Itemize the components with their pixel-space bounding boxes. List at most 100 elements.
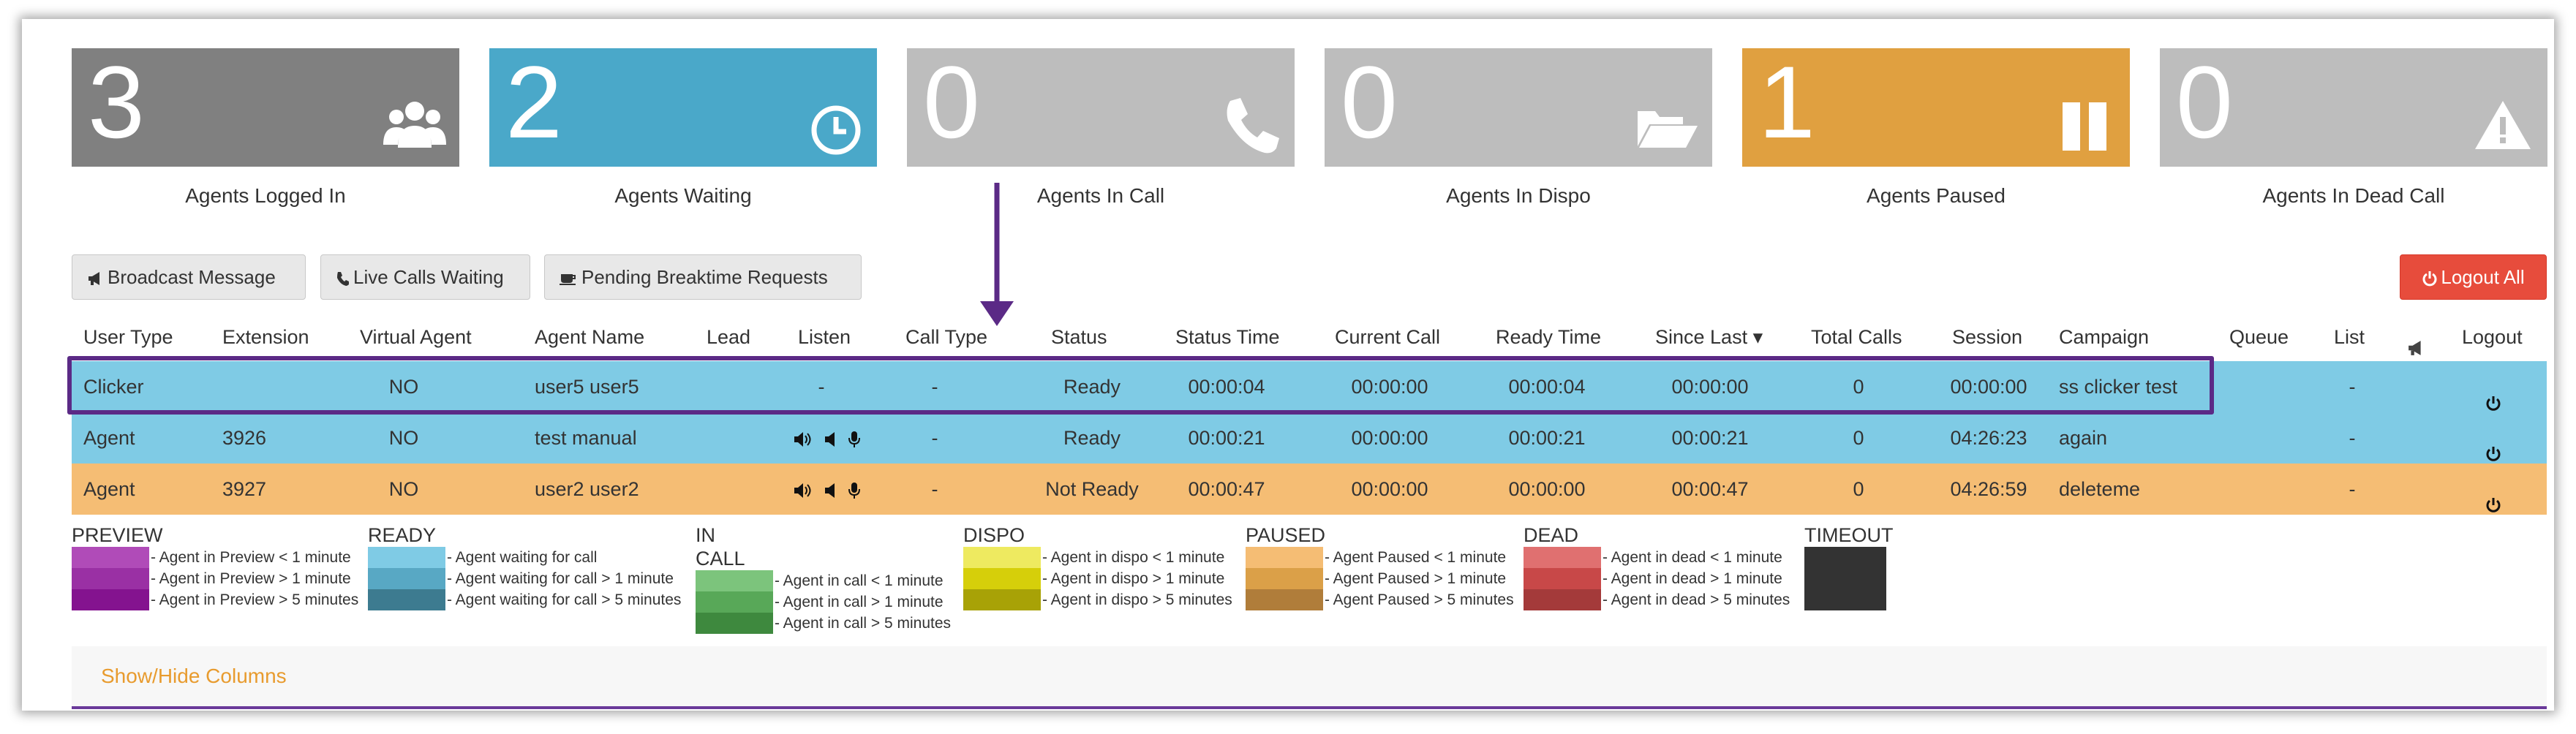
whisper-icon[interactable] (848, 431, 861, 448)
col-virtual-agent[interactable]: Virtual Agent (360, 326, 472, 348)
barge-icon[interactable] (824, 431, 837, 447)
col-ready-time[interactable]: Ready Time (1496, 326, 1602, 348)
clock-icon (811, 105, 861, 155)
logout-agent-button[interactable] (2485, 481, 2501, 532)
legend-paused: PAUSED - Agent Paused < 1 minute - Agent… (1246, 523, 1514, 610)
legend-swatch (1246, 547, 1323, 568)
col-status[interactable]: Status (1051, 326, 1107, 348)
legend-swatch (696, 591, 773, 613)
stat-agents-in-dispo: 0 Agents In Dispo (1325, 45, 1712, 211)
col-extension[interactable]: Extension (222, 326, 309, 348)
legend-swatch (72, 568, 149, 589)
cell-listen: - (818, 376, 825, 398)
col-status-time[interactable]: Status Time (1175, 326, 1280, 348)
power-icon (2486, 447, 2501, 461)
power-icon (2486, 396, 2501, 411)
legend-swatch (963, 589, 1041, 610)
col-listen[interactable]: Listen (798, 326, 851, 348)
cell-since-last: 00:00:00 (1671, 376, 1749, 398)
table-row[interactable]: Clicker NO user5 user5 - - Ready 00:00:0… (72, 361, 2547, 412)
col-lead[interactable]: Lead (707, 326, 751, 348)
whisper-icon[interactable] (848, 482, 861, 499)
cell-since-last: 00:00:21 (1671, 427, 1749, 449)
barge-icon[interactable] (824, 483, 837, 499)
show-hide-columns-panel: Show/Hide Columns (72, 646, 2547, 709)
warning-icon (2475, 101, 2531, 149)
cell-list: - (2349, 427, 2356, 449)
col-list[interactable]: List (2334, 326, 2365, 348)
logout-all-button[interactable]: Logout All (2400, 254, 2547, 300)
legend-swatch (696, 613, 773, 634)
show-hide-columns-link[interactable]: Show/Hide Columns (101, 665, 287, 687)
legend-swatch (1524, 568, 1601, 589)
legend-in-call: IN CALL - Agent in call < 1 minute - Age… (696, 523, 951, 634)
cell-total-calls: 0 (1853, 478, 1864, 500)
bullhorn-icon (2409, 341, 2421, 355)
stat-value: 2 (505, 45, 562, 159)
cell-call-type: - (931, 427, 938, 449)
cell-ready-time: 00:00:21 (1508, 427, 1586, 449)
cell-extension: 3927 (222, 478, 267, 500)
legend-swatch (368, 547, 445, 568)
cell-session: 04:26:23 (1950, 427, 2027, 449)
cell-status-time: 00:00:04 (1188, 376, 1265, 398)
legend-swatch (1524, 589, 1601, 610)
col-total-calls[interactable]: Total Calls (1811, 326, 1902, 348)
cell-status-time: 00:00:47 (1188, 478, 1265, 500)
cell-session: 04:26:59 (1950, 478, 2027, 500)
cell-agent-name: test manual (535, 427, 637, 449)
cell-current-call: 00:00:00 (1351, 427, 1428, 449)
col-call-type[interactable]: Call Type (905, 326, 988, 348)
legend-dispo: DISPO - Agent in dispo < 1 minute - Agen… (963, 523, 1232, 610)
cell-status: Not Ready (1045, 478, 1139, 500)
legend-swatch (72, 547, 149, 568)
legend-swatch (1246, 589, 1323, 610)
col-current-call[interactable]: Current Call (1335, 326, 1441, 348)
col-agent-name[interactable]: Agent Name (535, 326, 645, 348)
logout-all-label: Logout All (2441, 266, 2525, 288)
logout-agent-button[interactable] (2485, 430, 2501, 481)
cell-total-calls: 0 (1853, 427, 1864, 449)
broadcast-message-button[interactable]: Broadcast Message (72, 254, 306, 300)
cell-status: Ready (1063, 376, 1121, 398)
cell-virtual-agent: NO (388, 478, 419, 500)
table-row[interactable]: Agent 3926 NO test manual - Ready 00:00:… (72, 412, 2547, 464)
col-campaign[interactable]: Campaign (2059, 326, 2150, 348)
cell-status-time: 00:00:21 (1188, 427, 1265, 449)
col-broadcast[interactable] (2406, 328, 2425, 371)
logout-agent-button[interactable] (2485, 379, 2501, 431)
cell-campaign: again (2059, 427, 2108, 449)
cell-listen (790, 412, 864, 464)
col-logout[interactable]: Logout (2462, 326, 2523, 348)
legend-swatch (368, 589, 445, 610)
cell-current-call: 00:00:00 (1351, 376, 1428, 398)
pending-breaktime-requests-label: Pending Breaktime Requests (581, 266, 828, 288)
col-since-last[interactable]: Since Last ▾ (1655, 326, 1763, 348)
stat-label: Agents Waiting (614, 184, 752, 207)
table-row[interactable]: Agent 3927 NO user2 user2 - Not Ready 00… (72, 464, 2547, 515)
legend-swatch (368, 568, 445, 589)
cell-campaign: deleteme (2059, 478, 2141, 500)
highlight-box (67, 356, 2214, 415)
col-session[interactable]: Session (1952, 326, 2023, 348)
listen-icon[interactable] (793, 431, 812, 447)
legend-swatch (963, 568, 1041, 589)
stat-value: 1 (1758, 45, 1815, 159)
legend-swatch (963, 547, 1041, 568)
stat-label: Agents In Dead Call (2262, 184, 2445, 207)
pending-breaktime-requests-button[interactable]: Pending Breaktime Requests (544, 254, 862, 300)
listen-icon[interactable] (793, 483, 812, 499)
live-calls-waiting-button[interactable]: Live Calls Waiting (320, 254, 530, 300)
stat-value: 0 (923, 45, 980, 159)
stat-label: Agents In Call (1036, 184, 1165, 207)
col-queue[interactable]: Queue (2229, 326, 2289, 348)
sort-descending-icon: ▾ (1752, 326, 1763, 348)
col-user-type[interactable]: User Type (83, 326, 173, 348)
broadcast-message-label: Broadcast Message (108, 266, 276, 288)
users-icon (383, 102, 446, 148)
pause-icon (2063, 102, 2106, 151)
cell-agent-name: user2 user2 (535, 478, 639, 500)
cell-call-type: - (931, 376, 938, 398)
stat-agents-paused: 1 Agents Paused (1742, 45, 2130, 211)
cell-virtual-agent: NO (388, 427, 419, 449)
